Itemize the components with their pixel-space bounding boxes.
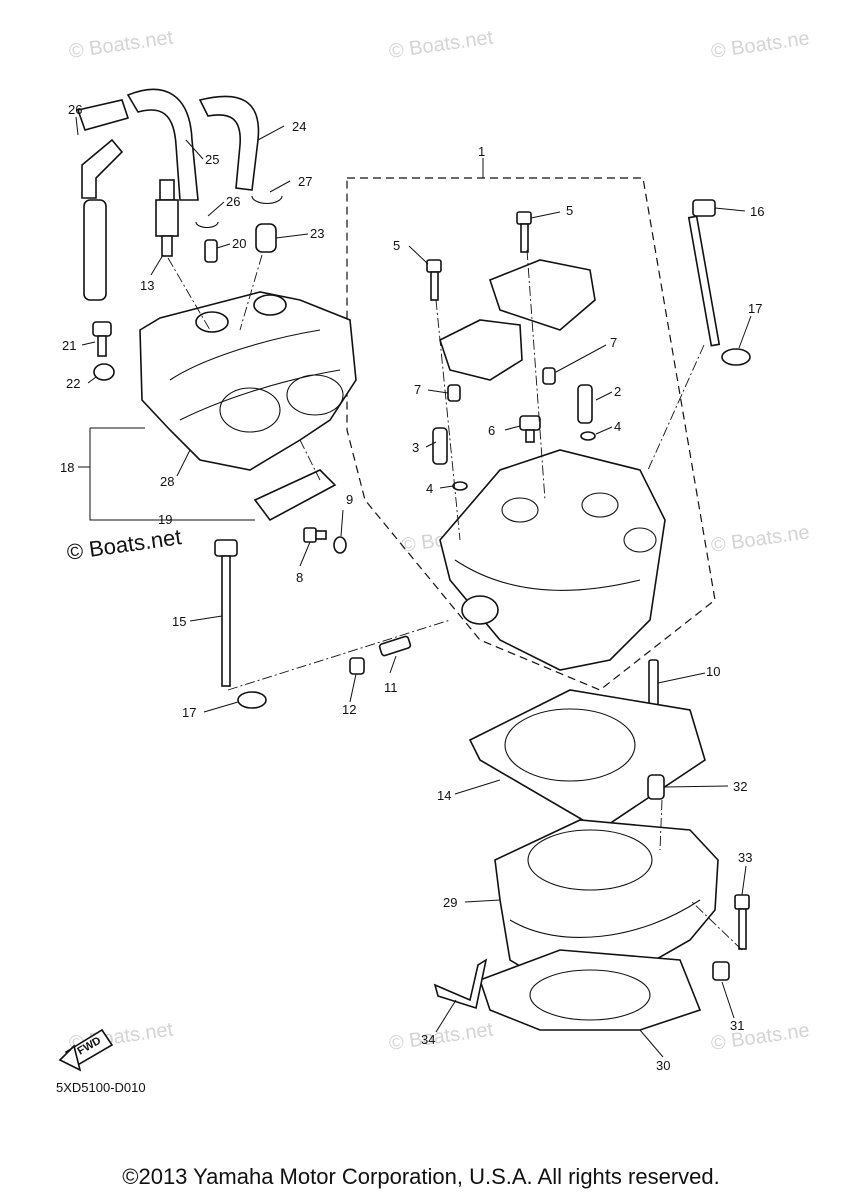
cam-cap-bolt	[516, 211, 532, 253]
hose-joint	[255, 223, 277, 253]
callout-26: 26	[68, 102, 82, 117]
head-long-bolt	[687, 199, 721, 347]
callout-31: 31	[730, 1018, 744, 1033]
hose-clip	[251, 195, 283, 205]
stud-bolt	[648, 659, 659, 711]
callout-10: 10	[706, 664, 720, 679]
cam-cap-bolt	[426, 259, 442, 301]
watermark: © Boats.net	[68, 27, 175, 63]
cylinder-head-assembly-outline	[346, 177, 716, 691]
dowel-pin	[447, 384, 461, 402]
cylinder-head	[439, 449, 666, 671]
callout-11: 11	[384, 680, 398, 695]
callout-1: 1	[478, 144, 485, 159]
callout-8: 8	[296, 570, 303, 585]
plain-washer	[237, 691, 267, 709]
head-bolt	[519, 415, 541, 443]
gasket-washer	[333, 536, 347, 554]
forward-direction-arrow: FWD	[58, 1028, 114, 1072]
flange-nut	[349, 657, 365, 675]
callout-25: 25	[205, 152, 219, 167]
breather-hoses	[76, 88, 260, 301]
cylinder-base-gasket	[478, 949, 702, 1031]
cover-bolt	[92, 321, 112, 357]
spark-plug	[155, 179, 179, 257]
callout-7: 7	[414, 382, 421, 397]
plain-washer	[721, 348, 751, 366]
cylinder-head-gasket	[468, 689, 706, 831]
breather-fitting	[204, 239, 218, 263]
cover-washer	[93, 363, 115, 381]
callout-17: 17	[748, 301, 762, 316]
leader-lines	[75, 116, 752, 1058]
callout-17: 17	[182, 705, 196, 720]
callout-34: 34	[421, 1032, 435, 1047]
callout-30: 30	[656, 1058, 670, 1073]
callout-33: 33	[738, 850, 752, 865]
callout-15: 15	[172, 614, 186, 629]
callout-22: 22	[66, 376, 80, 391]
alignment-lines	[167, 249, 743, 951]
callout-5: 5	[393, 238, 400, 253]
callout-2: 2	[614, 384, 621, 399]
callout-14: 14	[437, 788, 451, 803]
stud-bolt	[378, 635, 412, 657]
watermark-main: © Boats.net	[65, 524, 183, 565]
callout-23: 23	[310, 226, 324, 241]
callout-13: 13	[140, 278, 154, 293]
head-stud	[432, 427, 448, 465]
dowel-pin	[542, 367, 556, 385]
callout-24: 24	[292, 119, 306, 134]
callout-26: 26	[226, 194, 240, 209]
callout-18: 18	[60, 460, 74, 475]
cylinder-dowel	[647, 774, 665, 800]
callout-28: 28	[160, 474, 174, 489]
hose-guide-bracket	[433, 958, 488, 1010]
watermark: © Boats.ne	[710, 521, 811, 557]
cylinder	[494, 819, 719, 991]
callout-3: 3	[412, 440, 419, 455]
callout-4: 4	[426, 481, 433, 496]
cylinder-bolt	[734, 894, 750, 950]
callout-5: 5	[566, 203, 573, 218]
callout-4: 4	[614, 419, 621, 434]
oil-plug	[303, 527, 327, 543]
diagram-code: 5XD5100-D010	[56, 1080, 146, 1095]
head-stud	[577, 384, 593, 424]
callout-9: 9	[346, 492, 353, 507]
o-ring	[580, 431, 596, 441]
copyright-notice: ©2013 Yamaha Motor Corporation, U.S.A. A…	[122, 1164, 720, 1189]
callout-20: 20	[232, 236, 246, 251]
head-cover-gasket	[253, 469, 337, 522]
watermark: © Boats.ne	[710, 27, 811, 63]
cylinder-nut	[712, 961, 730, 981]
callout-32: 32	[733, 779, 747, 794]
callout-29: 29	[443, 895, 457, 910]
callout-6: 6	[488, 423, 495, 438]
callout-7: 7	[610, 335, 617, 350]
callout-21: 21	[62, 338, 76, 353]
watermark: © Boats.net	[388, 27, 495, 63]
callout-19: 19	[158, 512, 172, 527]
cylinder-head-cover	[139, 291, 357, 471]
callout-12: 12	[342, 702, 356, 717]
camshaft-cap	[439, 259, 596, 381]
hose-clip	[195, 221, 219, 229]
watermark: © Boats.ne	[710, 1019, 811, 1055]
head-long-bolt	[214, 539, 238, 687]
callout-labels: 1 2 3 4 4 5 5 6 7 7 8 9 10 11 12 13 14 1…	[60, 102, 764, 1073]
callout-27: 27	[298, 174, 312, 189]
callout-16: 16	[750, 204, 764, 219]
